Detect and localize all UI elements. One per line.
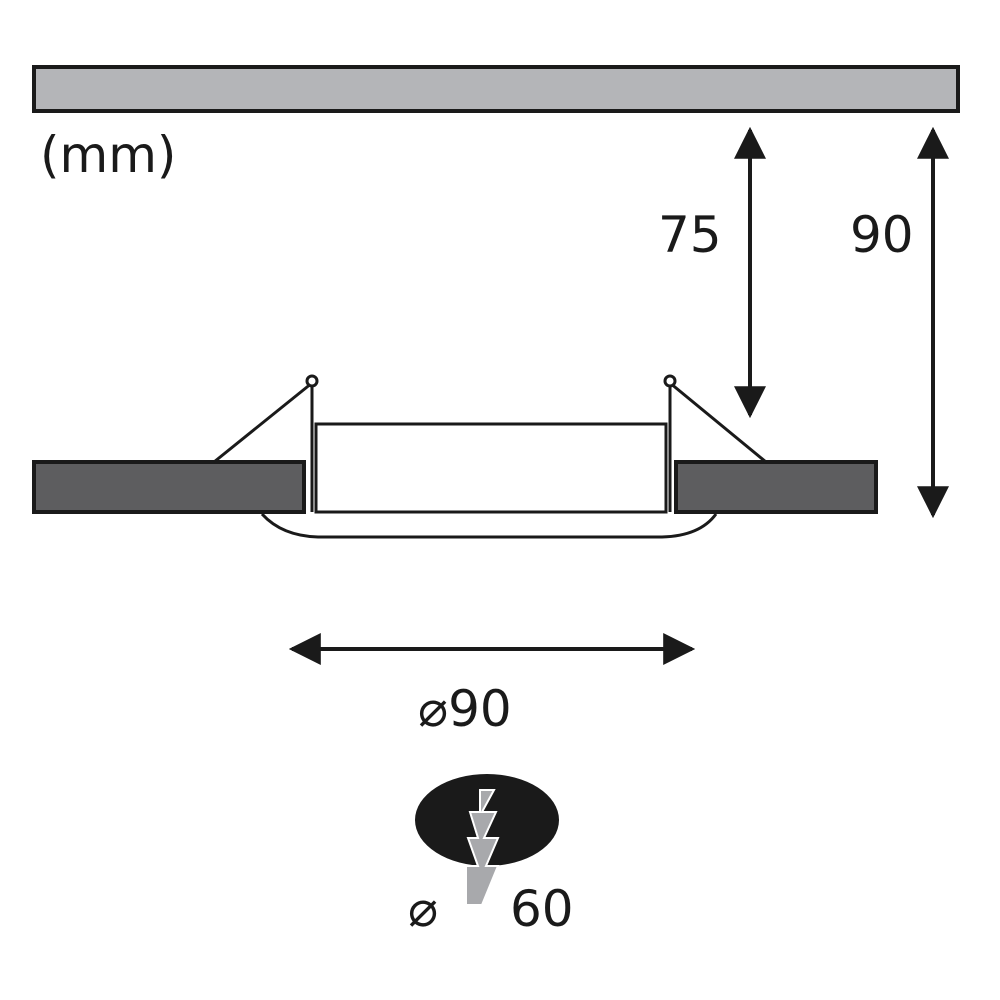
ceiling-board-right <box>674 460 878 514</box>
spring-clip-right <box>669 381 767 464</box>
spring-clip-left-pivot <box>305 374 319 388</box>
ceiling-board-left <box>32 460 306 514</box>
luminaire-housing <box>310 386 672 514</box>
ceiling-slab <box>32 65 960 113</box>
cutout-diameter-symbol: ⌀ <box>408 880 438 938</box>
total-depth-label: 90 <box>850 206 914 264</box>
luminaire-trim-ring <box>260 512 718 539</box>
spring-clip-right-pivot <box>663 374 677 388</box>
cutout-diameter-value: 60 <box>510 880 574 938</box>
diameter-label: ⌀90 <box>418 680 512 738</box>
depth-recess-label: 75 <box>658 206 722 264</box>
unit-label: (mm) <box>40 126 176 184</box>
spring-clip-left <box>213 381 313 464</box>
drill-hole-icon <box>415 774 559 906</box>
